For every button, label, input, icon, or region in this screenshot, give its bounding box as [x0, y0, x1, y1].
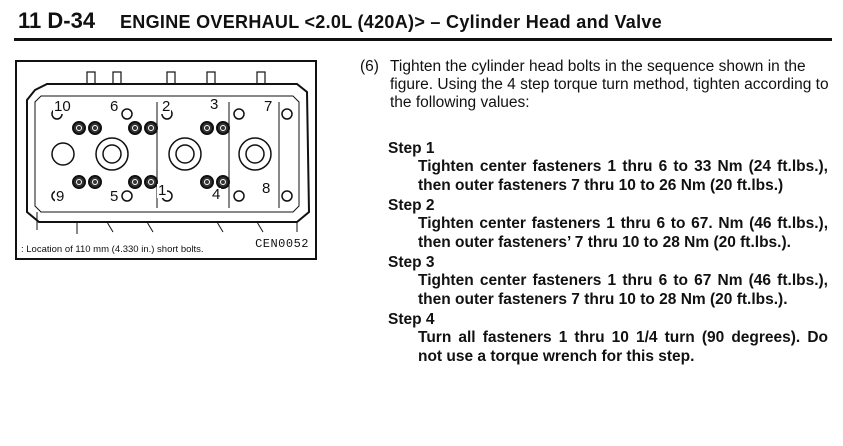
bolt-label: 6 [109, 98, 120, 115]
bolt-label: 4 [211, 186, 222, 203]
bolt-label: 1 [157, 182, 168, 199]
figure-code: CEN0052 [255, 237, 309, 251]
step-item: Step 2 Tighten center fasteners 1 thru 6… [388, 197, 828, 252]
step-label: Step 4 [388, 311, 435, 328]
bolt-label: 3 [209, 96, 220, 113]
step-label: Step 1 [388, 140, 435, 157]
bolt-label: 5 [109, 188, 120, 205]
instruction-number: (6) [360, 58, 379, 75]
step-label: Step 2 [388, 197, 435, 214]
bolt-label: 8 [261, 180, 272, 197]
step-text: Tighten center fasteners 1 thru 6 to 33 … [418, 158, 828, 194]
step-item: Step 4 Turn all fasteners 1 thru 10 1/4 … [388, 311, 828, 366]
page-header: 11 D-34 ENGINE OVERHAUL <2.0L (420A)> – … [14, 4, 832, 41]
page-number: 11 D-34 [18, 8, 96, 33]
step-text: Tighten center fasteners 1 thru 6 to 67.… [418, 215, 828, 251]
step-item: Step 3 Tighten center fasteners 1 thru 6… [388, 254, 828, 309]
cylinder-head-drawing [26, 71, 311, 234]
bolt-label: 9 [55, 188, 66, 205]
bolt-label: 2 [161, 98, 172, 115]
step-label: Step 3 [388, 254, 435, 271]
instruction-intro: Tighten the cylinder head bolts in the s… [390, 58, 829, 111]
bolt-label: 7 [263, 98, 274, 115]
step-text: Turn all fasteners 1 thru 10 1/4 turn (9… [418, 329, 828, 365]
cylinder-head-figure: 10 6 2 3 7 9 5 1 4 8 : Location of 110 m… [15, 60, 317, 260]
step-item: Step 1 Tighten center fasteners 1 thru 6… [388, 140, 828, 195]
section-title: ENGINE OVERHAUL <2.0L (420A)> – Cylinder… [120, 12, 663, 32]
step-text: Tighten center fasteners 1 thru 6 to 67 … [418, 272, 828, 308]
step-list: Step 1 Tighten center fasteners 1 thru 6… [388, 140, 828, 368]
figure-caption: : Location of 110 mm (4.330 in.) short b… [21, 244, 204, 255]
bolt-label: 10 [53, 98, 72, 115]
